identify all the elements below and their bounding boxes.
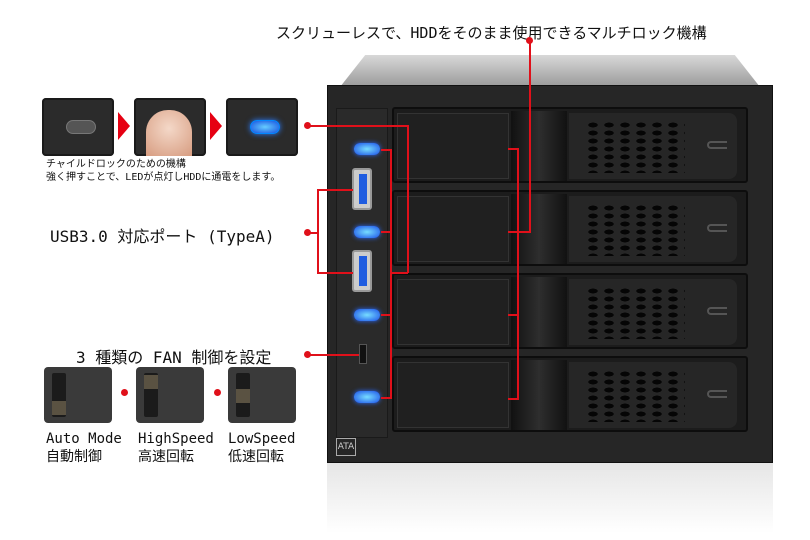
callout-line [390, 272, 408, 274]
sata-badge: ATA [336, 438, 356, 456]
callout-line [508, 398, 518, 400]
lock-step-off [42, 98, 114, 156]
fan-auto-image [44, 367, 112, 423]
callout-line [381, 149, 391, 151]
device-top [340, 55, 760, 87]
arrow-right-icon [210, 112, 222, 140]
led-button-3[interactable] [354, 309, 380, 321]
lock-step-on [226, 98, 298, 156]
fan-low-image [228, 367, 296, 423]
fan-label: 3 種類の FAN 制御を設定 [76, 348, 272, 367]
callout-line [381, 231, 391, 233]
callout-line [307, 232, 319, 234]
callout-line [517, 148, 519, 400]
callout-line [508, 231, 530, 233]
handle-icon [707, 141, 727, 149]
usb-label: USB3.0 対応ポート (TypeA) [50, 227, 275, 246]
callout-dot [526, 37, 533, 44]
callout-line [317, 272, 353, 274]
led-button-4[interactable] [354, 391, 380, 403]
finger-icon [146, 110, 192, 156]
handle-icon [707, 390, 727, 398]
callout-line [307, 354, 359, 356]
callout-line [390, 149, 392, 399]
usb-port-1 [352, 168, 372, 210]
callout-dot [121, 389, 128, 396]
child-lock-line1: チャイルドロックのための機構 [46, 159, 186, 170]
callout-line [508, 314, 518, 316]
reflection [327, 463, 773, 533]
drive-bay-2[interactable] [392, 190, 748, 266]
callout-line [307, 125, 408, 127]
fan-high-image [136, 367, 204, 423]
fan-switch[interactable] [359, 344, 367, 364]
drive-bay-3[interactable] [392, 273, 748, 349]
top-caption: スクリューレスで、HDDをそのまま使用できるマルチロック機構 [276, 24, 707, 42]
arrow-right-icon [118, 112, 130, 140]
callout-line [407, 125, 409, 273]
drive-bay-1[interactable] [392, 107, 748, 183]
drive-bay-4[interactable] [392, 356, 748, 432]
callout-dot [214, 389, 221, 396]
callout-line [381, 314, 391, 316]
led-button-2[interactable] [354, 226, 380, 238]
callout-line [317, 189, 319, 274]
usb-port-2 [352, 250, 372, 292]
handle-icon [707, 307, 727, 315]
child-lock-line2: 強く押すことで、LEDが点灯しHDDに通電をします。 [46, 172, 281, 183]
callout-line [529, 40, 531, 233]
callout-line [381, 397, 391, 399]
led-button-1[interactable] [354, 143, 380, 155]
handle-icon [707, 224, 727, 232]
callout-line [508, 148, 518, 150]
callout-line [317, 189, 353, 191]
lock-step-press [134, 98, 206, 156]
